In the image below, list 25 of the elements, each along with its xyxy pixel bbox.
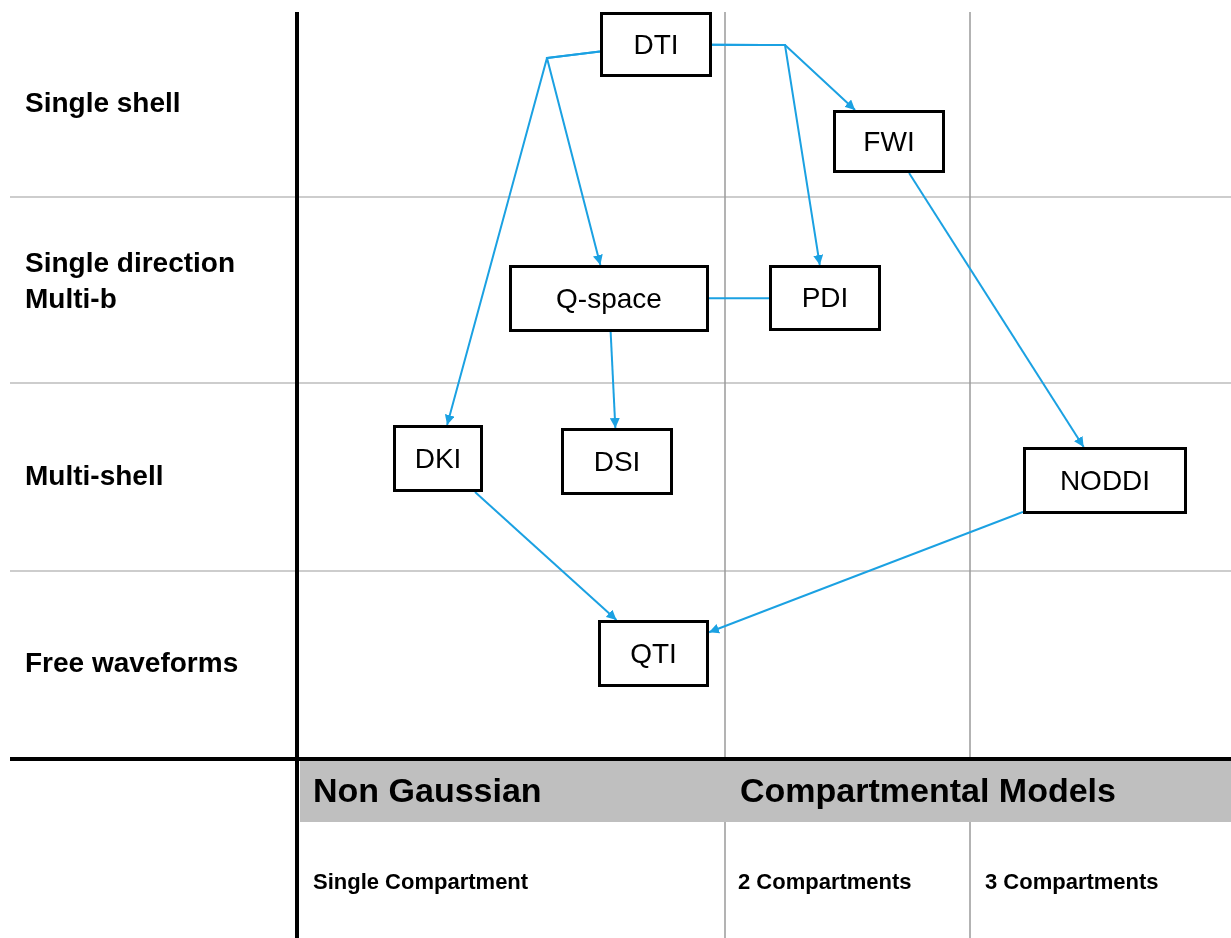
method-box: DTI <box>600 12 712 77</box>
method-box: QTI <box>598 620 709 687</box>
column-subheading: 3 Compartments <box>985 868 1159 896</box>
column-heading: Non Gaussian <box>313 771 542 810</box>
method-box: PDI <box>769 265 881 331</box>
method-box: DKI <box>393 425 483 492</box>
header-band <box>300 761 1231 822</box>
method-box: Q-space <box>509 265 709 332</box>
arrow <box>908 172 1085 448</box>
row-label: Single shell <box>25 86 181 120</box>
column-subheading: 2 Compartments <box>738 868 912 896</box>
arrow <box>545 50 603 266</box>
arrow <box>708 510 1024 634</box>
method-box: FWI <box>833 110 945 173</box>
method-box: NODDI <box>1023 447 1187 514</box>
column-heading: Compartmental Models <box>740 771 1116 810</box>
arrow <box>711 43 824 266</box>
arrow <box>474 491 618 621</box>
row-label: Single direction Multi-b <box>25 246 237 317</box>
arrow <box>609 331 620 429</box>
row-label: Multi-shell <box>25 459 164 493</box>
connector-line <box>708 297 770 300</box>
row-label: Free waveforms <box>25 646 239 680</box>
column-subheading: Single Compartment <box>313 868 529 896</box>
method-box: DSI <box>561 428 673 495</box>
